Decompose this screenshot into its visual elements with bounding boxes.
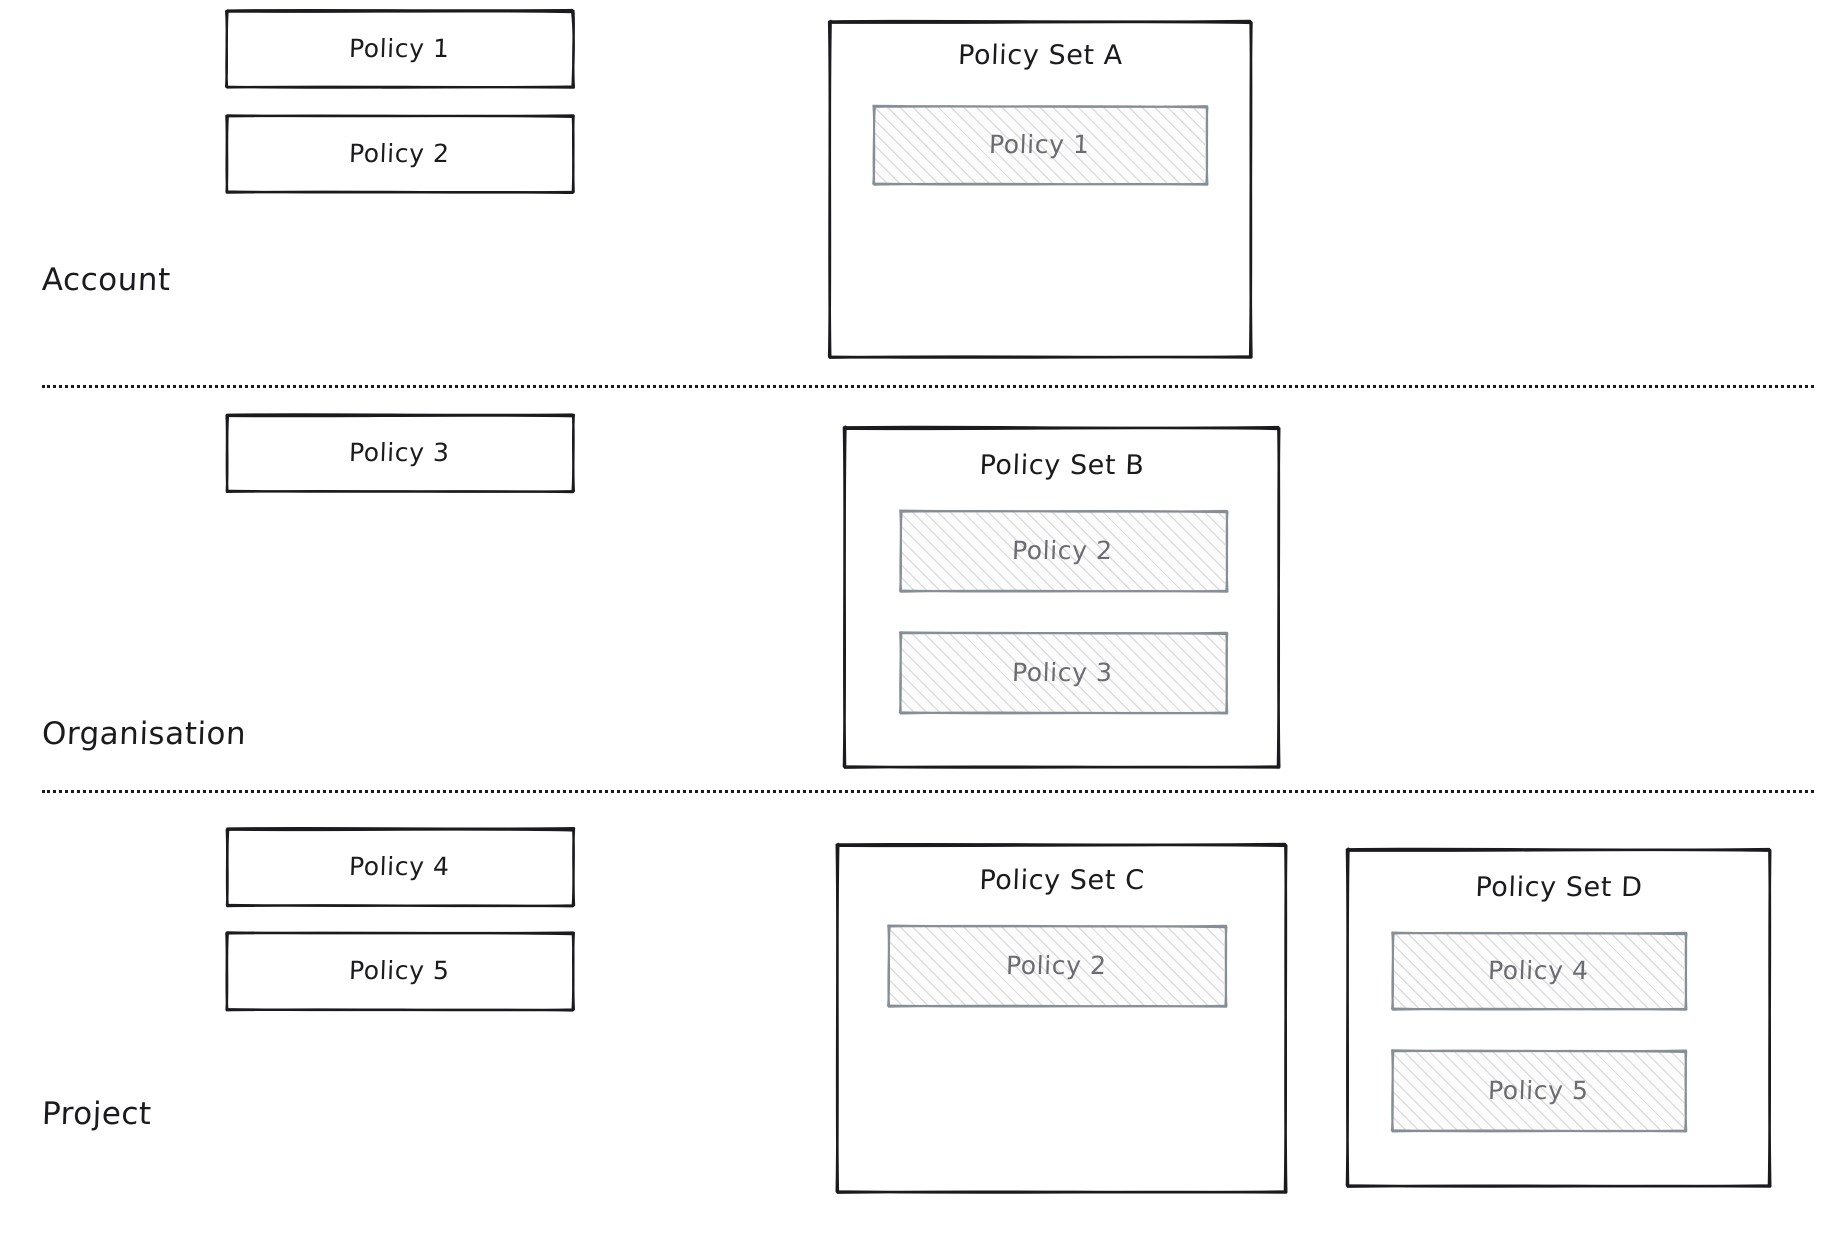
policy-ref-label: Policy 3	[1011, 657, 1114, 687]
policy-set-title: Policy Set A	[957, 40, 1124, 71]
policy-box-policy-4[interactable]: Policy 4	[225, 826, 576, 908]
policy-set-b[interactable]: Policy Set B Policy 2 Policy 3	[842, 425, 1281, 769]
policy-ref-policy-2[interactable]: Policy 2	[886, 924, 1228, 1008]
policy-ref-label: Policy 2	[1005, 950, 1107, 980]
policy-set-a[interactable]: Policy Set A Policy 1	[827, 19, 1253, 359]
policy-ref-policy-1[interactable]: Policy 1	[872, 104, 1209, 186]
policy-box-label: Policy 2	[348, 138, 450, 168]
policy-box-policy-2[interactable]: Policy 2	[225, 114, 575, 194]
policy-set-title: Policy Set D	[1474, 872, 1644, 903]
policy-box-policy-5[interactable]: Policy 5	[225, 931, 575, 1012]
policy-ref-policy-5[interactable]: Policy 5	[1390, 1049, 1688, 1133]
section-label-project: Project	[41, 1096, 153, 1132]
policy-set-title: Policy Set C	[978, 865, 1146, 896]
policy-box-label: Policy 5	[348, 955, 450, 985]
policy-ref-label: Policy 1	[988, 129, 1090, 159]
policy-box-label: Policy 4	[348, 851, 450, 881]
policy-set-d[interactable]: Policy Set D Policy 4 Policy 5	[1345, 847, 1772, 1188]
policy-ref-policy-3[interactable]: Policy 3	[898, 631, 1229, 715]
policy-ref-label: Policy 2	[1011, 535, 1114, 565]
policy-box-policy-1[interactable]: Policy 1	[225, 8, 575, 89]
section-divider-organisation-project	[42, 790, 1814, 793]
section-label-organisation: Organisation	[41, 716, 247, 752]
policy-box-label: Policy 3	[348, 437, 450, 467]
section-label-account: Account	[41, 262, 172, 298]
policy-box-label: Policy 1	[348, 33, 450, 63]
policy-ref-policy-4[interactable]: Policy 4	[1390, 931, 1688, 1011]
policy-set-title: Policy Set B	[979, 450, 1145, 481]
policy-set-c[interactable]: Policy Set C Policy 2	[835, 842, 1288, 1194]
policy-ref-label: Policy 5	[1487, 1075, 1589, 1105]
policy-ref-label: Policy 4	[1487, 955, 1589, 985]
section-divider-account-organisation	[42, 385, 1814, 388]
policy-box-policy-3[interactable]: Policy 3	[225, 413, 575, 494]
policy-ref-policy-2[interactable]: Policy 2	[898, 509, 1229, 593]
